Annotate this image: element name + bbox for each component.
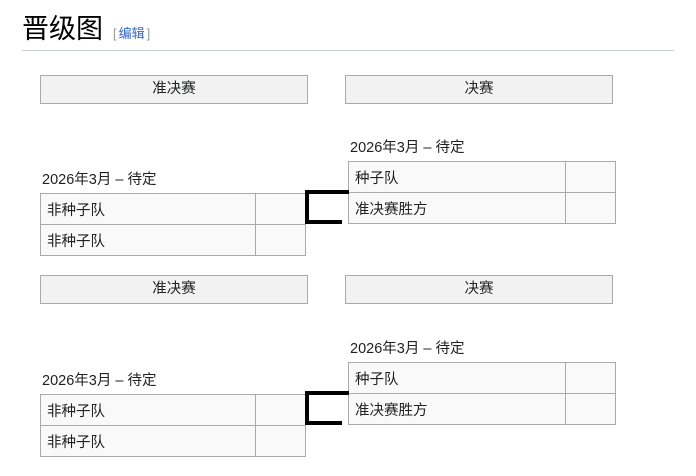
edit-section-link[interactable]: [编辑] (113, 17, 150, 51)
round-header-final-2: 决赛 (345, 275, 613, 304)
match-date: 2026年3月 – 待定 (42, 373, 157, 389)
team-score (565, 192, 616, 224)
round-header-final-1: 决赛 (345, 75, 613, 104)
team-score (565, 393, 616, 425)
team-score (255, 224, 306, 256)
table-row[interactable]: 准决赛胜方 (348, 192, 616, 224)
edit-close-bracket: ] (146, 26, 151, 41)
team-name: 种子队 (348, 161, 566, 193)
page-title: 晋级图 (22, 14, 103, 44)
connector-horizontal-upper-1 (305, 190, 349, 194)
team-name: 非种子队 (40, 224, 256, 256)
connector-vertical-2 (305, 391, 309, 425)
team-score (255, 193, 306, 225)
team-score (565, 161, 616, 193)
match-semifinal-2: 2026年3月 – 待定 非种子队 非种子队 (40, 372, 306, 457)
table-row[interactable]: 非种子队 (40, 224, 306, 256)
connector-vertical-1 (305, 190, 309, 224)
table-row[interactable]: 准决赛胜方 (348, 393, 616, 425)
team-name: 种子队 (348, 362, 566, 394)
match-date: 2026年3月 – 待定 (42, 172, 157, 188)
edit-open-bracket: [ (113, 26, 117, 41)
team-score (255, 425, 306, 457)
edit-link[interactable]: 编辑 (118, 26, 145, 41)
table-row[interactable]: 非种子队 (40, 193, 306, 225)
match-table: 非种子队 非种子队 (40, 193, 306, 256)
match-final-2: 2026年3月 – 待定 种子队 准决赛胜方 (348, 340, 616, 425)
team-score (565, 362, 616, 394)
match-date: 2026年3月 – 待定 (350, 140, 465, 156)
team-name: 非种子队 (40, 425, 256, 457)
table-row[interactable]: 非种子队 (40, 394, 306, 426)
connector-horizontal-upper-2 (305, 391, 349, 395)
match-semifinal-1: 2026年3月 – 待定 非种子队 非种子队 (40, 171, 306, 256)
connector-horizontal-lower-2 (305, 421, 342, 425)
table-row[interactable]: 非种子队 (40, 425, 306, 457)
section-heading: 晋级图 [编辑] (22, 12, 674, 52)
connector-horizontal-lower-1 (305, 220, 342, 224)
table-row[interactable]: 种子队 (348, 362, 616, 394)
round-header-semifinal-2: 准决赛 (40, 275, 308, 304)
match-table: 种子队 准决赛胜方 (348, 161, 616, 224)
team-name: 准决赛胜方 (348, 192, 566, 224)
team-name: 非种子队 (40, 193, 256, 225)
team-name: 准决赛胜方 (348, 393, 566, 425)
team-name: 非种子队 (40, 394, 256, 426)
match-table: 非种子队 非种子队 (40, 394, 306, 457)
table-row[interactable]: 种子队 (348, 161, 616, 193)
match-final-1: 2026年3月 – 待定 种子队 准决赛胜方 (348, 139, 616, 224)
title-divider (22, 50, 674, 51)
match-date: 2026年3月 – 待定 (350, 341, 465, 357)
team-score (255, 394, 306, 426)
match-table: 种子队 准决赛胜方 (348, 362, 616, 425)
round-header-semifinal-1: 准决赛 (40, 75, 308, 104)
